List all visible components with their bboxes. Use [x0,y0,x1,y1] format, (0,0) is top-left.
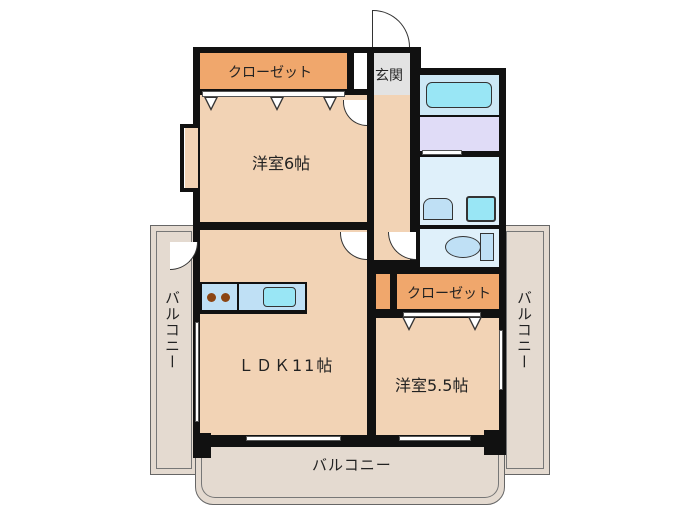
entrance-door-icon[interactable] [372,10,410,47]
bay-window-inner [184,128,198,188]
toilet-tank-icon [480,233,494,261]
closet-door-marker [402,317,416,331]
column-bottom-right [484,430,506,455]
balcony-right-label: バルコニー [515,290,533,370]
entrance [374,53,410,95]
closet-door-marker [468,317,482,331]
closet-top-gap [354,53,367,89]
washbasin-icon [423,198,453,220]
closet-door-marker [323,97,337,111]
closet-door-marker [270,97,284,111]
ldk-label: ＬＤＫ11帖 [238,356,335,375]
entrance-label: 玄関 [375,68,403,84]
closet-right-doors [403,312,481,317]
stove-burner-icon [221,293,230,302]
closet-top-doors [202,91,345,97]
closet-top-label: クローゼット [228,65,312,81]
balcony-left-inner [156,231,192,469]
western-room-5-5 [376,318,499,435]
column-bottom-left [193,433,211,458]
western-room-6-label: 洋室6帖 [252,154,311,173]
closet-door-marker [204,97,218,111]
sink-basin-icon [263,287,296,307]
western-room-5-5-label: 洋室5.5帖 [395,376,469,395]
balcony-left-label: バルコニー [163,290,181,370]
ldk-bottom-window [246,436,341,441]
room55-right-window [499,330,503,390]
western-room-6 [200,95,367,222]
closet-right-label: クローゼット [407,286,491,302]
bathtub-icon [426,82,492,108]
balcony-right-inner [506,231,544,469]
closet-top [200,53,347,89]
ldk [200,230,367,435]
stove-burner-icon [207,293,216,302]
ldk-left-window [195,322,199,422]
balcony-bottom-label: バルコニー [312,456,392,474]
closet-right-small [376,274,390,309]
balcony-bottom-inner [201,442,499,498]
washroom-door[interactable] [422,150,462,155]
room55-bottom-window [399,436,471,441]
washroom [420,117,499,151]
closet-right [397,274,499,309]
washing-machine-icon [466,196,496,222]
toilet-icon [445,236,481,258]
